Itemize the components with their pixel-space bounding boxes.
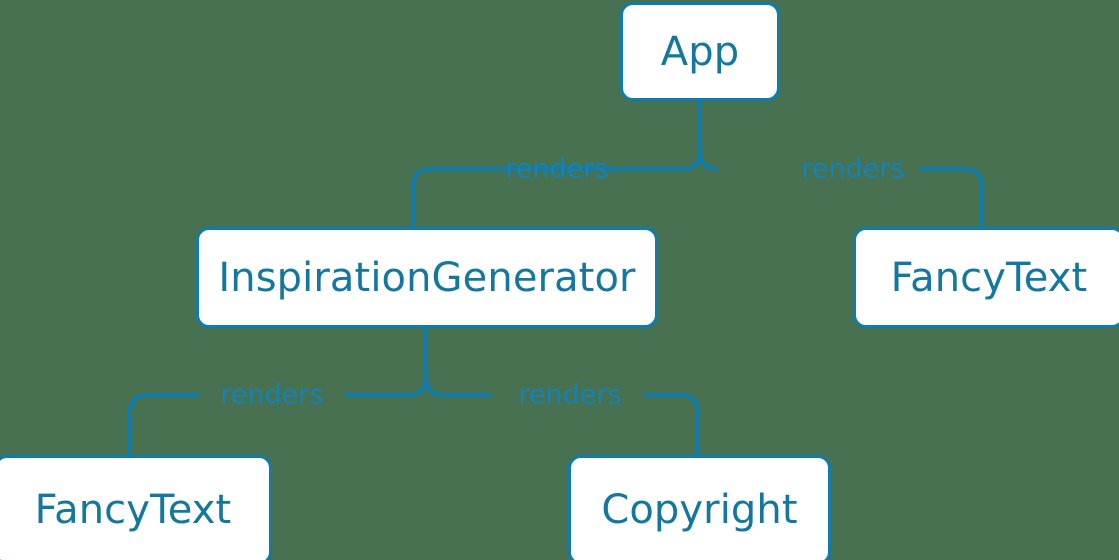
edge-label-app-to-inspiration-generator: renders [505,153,609,185]
node-fancytext-right-label: FancyText [890,254,1088,301]
node-app[interactable]: App [620,2,780,101]
node-app-label: App [660,28,740,75]
edge-inspiration-generator-to-copyright [644,393,700,455]
edge-app-to-fancytext-right [920,167,984,227]
edge-app-trunk [698,100,719,171]
edge-label-app-to-fancytext-right: renders [801,153,905,185]
node-fancytext-bottom[interactable]: FancyText [0,455,272,560]
edge-inspiration-generator-to-fancytext-bottom [128,393,200,455]
edge-label-inspiration-generator-to-copyright: renders [518,379,622,411]
edge-inspiration-generator-trunk [424,328,492,397]
node-copyright[interactable]: Copyright [568,455,831,560]
node-fancytext-right[interactable]: FancyText [853,227,1119,328]
node-copyright-label: Copyright [601,487,798,533]
node-inspiration-generator[interactable]: InspirationGenerator [196,227,658,328]
node-fancytext-bottom-label: FancyText [34,487,232,533]
edge-app-trunk-left [492,150,702,171]
node-inspiration-generator-label: InspirationGenerator [218,254,636,301]
edge-app-to-inspiration-generator [411,167,622,227]
edge-label-inspiration-generator-to-fancytext-bottom: renders [220,379,324,411]
edge-inspiration-generator-trunk-left [346,376,428,397]
